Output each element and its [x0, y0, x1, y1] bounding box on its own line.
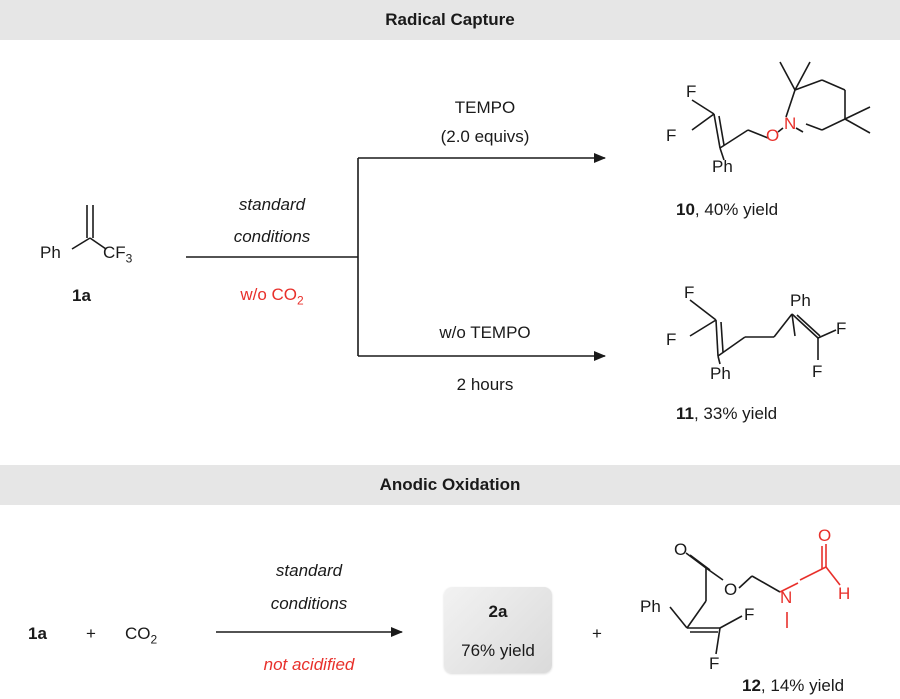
product-2a-box: [444, 587, 552, 673]
p12-atom-o-carbonyl: O: [674, 540, 688, 559]
co2-subscript: 2: [150, 632, 158, 647]
anodic-oxidation-band: [0, 465, 900, 505]
atom-ph: Ph: [40, 243, 61, 262]
structure-11: [689, 299, 837, 365]
p10-atom-n: N: [784, 114, 797, 133]
radical-capture-title: Radical Capture: [385, 10, 515, 29]
bottom-conditions-line1: standard: [275, 561, 343, 580]
p11-atom-f1: F: [684, 283, 695, 302]
plus-sign-1: +: [86, 624, 96, 643]
p11-atom-f3: F: [836, 319, 847, 338]
reaction-time: 2 hours: [456, 375, 514, 394]
radical-capture-band: [0, 0, 900, 40]
tempo-equivalents: (2.0 equivs): [440, 127, 530, 146]
without-co2-label: w/o CO2: [186, 285, 358, 307]
structure-12: [669, 552, 781, 655]
not-acidified-label: not acidified: [263, 655, 355, 674]
compound-1a-label: 1a: [72, 286, 91, 305]
structure-10: [691, 61, 871, 161]
p10-atom-o: O: [766, 126, 780, 145]
conditions-line1: standard: [238, 195, 306, 214]
product-12-yield: , 14% yield: [760, 676, 845, 695]
product-2a-yield: 76% yield: [461, 641, 535, 660]
p10-atom-f1: F: [686, 82, 697, 101]
p10-atom-ph: Ph: [712, 157, 733, 176]
anodic-oxidation-title: Anodic Oxidation: [379, 475, 521, 494]
p12-atom-h: H: [838, 584, 851, 603]
co2-text: CO: [125, 624, 151, 643]
branching-reaction-arrow: [186, 153, 606, 361]
product-11-yield: , 33% yield: [693, 404, 778, 423]
atom-cf3-subscript: 3: [125, 251, 133, 266]
without-co2-subscript: 2: [297, 293, 304, 308]
product-12-number: 12: [742, 676, 761, 695]
p12-atom-n: N: [780, 588, 793, 607]
p12-atom-f2: F: [709, 654, 720, 673]
p12-atom-f1: F: [744, 605, 755, 624]
p11-atom-ph1: Ph: [710, 364, 731, 383]
structure-12-formamide: [779, 544, 841, 628]
p11-atom-f4: F: [812, 362, 823, 381]
without-tempo-label: w/o TEMPO: [439, 323, 531, 342]
product-10-yield: , 40% yield: [694, 200, 779, 219]
product-12-caption: 12, 14% yield: [742, 676, 844, 696]
bottom-conditions-line2: conditions: [270, 594, 348, 613]
product-2a-label: 2a: [488, 602, 508, 621]
product-11-caption: 11, 33% yield: [676, 404, 777, 424]
tempo-label: TEMPO: [454, 98, 516, 117]
p12-atom-ph: Ph: [640, 597, 661, 616]
compound-1a-label-bottom: 1a: [28, 624, 47, 643]
product-11-number: 11: [676, 404, 694, 423]
p10-atom-f2: F: [666, 126, 677, 145]
p11-atom-f2: F: [666, 330, 677, 349]
conditions-line2: conditions: [233, 227, 311, 246]
atom-cf: CF: [103, 243, 126, 262]
plus-sign-2: +: [592, 624, 602, 643]
p12-atom-o-ester: O: [724, 580, 738, 599]
without-co2-text: w/o CO: [240, 285, 297, 304]
p12-atom-o-formyl: O: [818, 526, 832, 545]
structure-1a: [71, 205, 107, 250]
co2-reagent: CO2: [125, 624, 157, 646]
product-10-number: 10: [676, 200, 695, 219]
p11-atom-ph2: Ph: [790, 291, 811, 310]
atom-cf3: CF3: [103, 243, 132, 265]
product-10-caption: 10, 40% yield: [676, 200, 778, 220]
